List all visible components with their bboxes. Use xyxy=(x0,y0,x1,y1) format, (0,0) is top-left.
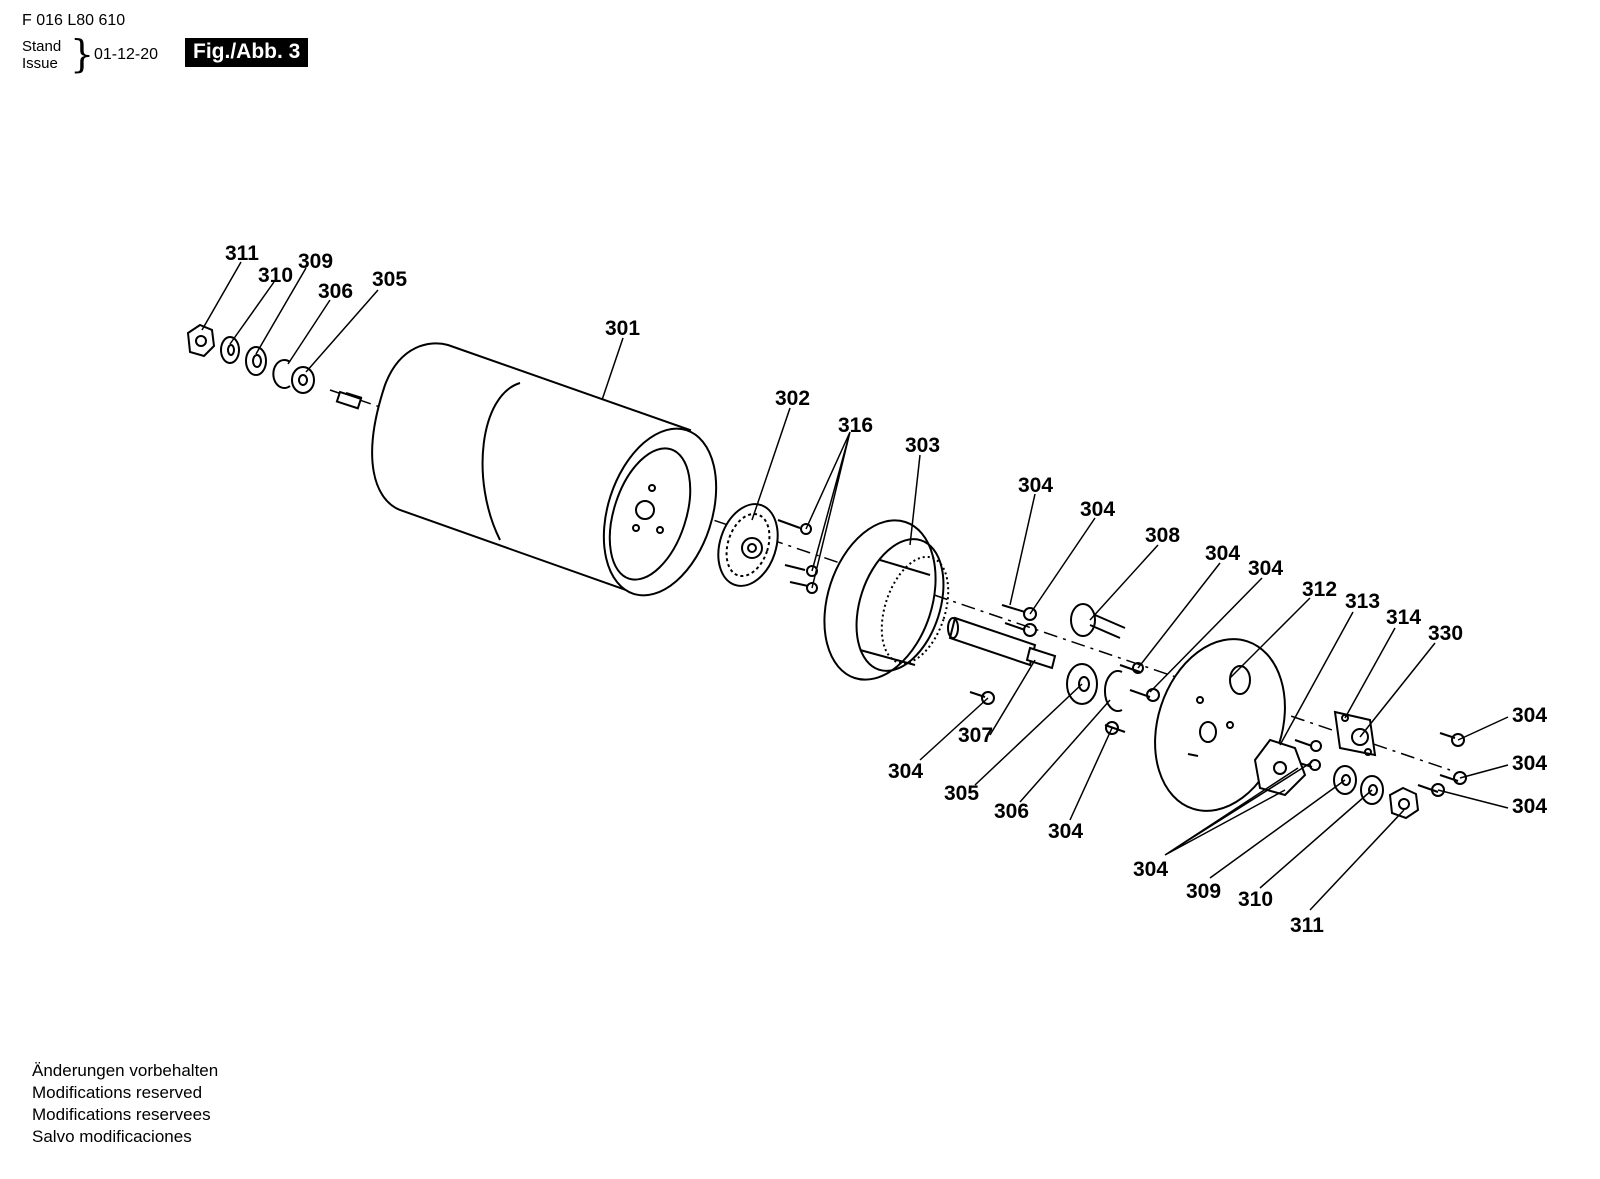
label-316: 316 xyxy=(838,414,873,437)
label-311-left: 311 xyxy=(225,242,259,265)
label-304-g: 304 xyxy=(1512,795,1547,818)
note-line: Änderungen vorbehalten xyxy=(32,1061,219,1080)
label-304-j: 304 xyxy=(1133,858,1168,881)
brace-glyph: } xyxy=(70,32,95,76)
part-311-nut-right xyxy=(1388,786,1420,820)
note-line: Modifications reserved xyxy=(32,1083,203,1102)
issue-label: Issue xyxy=(22,55,58,72)
label-304-a: 304 xyxy=(1018,474,1053,497)
leader-lines xyxy=(201,261,1509,911)
label-310-right: 310 xyxy=(1238,888,1273,911)
label-330: 330 xyxy=(1428,622,1463,645)
part-306-clip-left xyxy=(272,359,291,389)
part-314-bracket xyxy=(1333,710,1377,757)
label-311-right: 311 xyxy=(1290,914,1324,937)
part-311-nut-left xyxy=(186,323,216,358)
label-306-right: 306 xyxy=(994,800,1029,823)
label-304-d: 304 xyxy=(1248,557,1283,580)
note-line: Salvo modificaciones xyxy=(32,1127,192,1146)
label-301: 301 xyxy=(605,317,640,340)
part-313-coupling xyxy=(1253,738,1307,797)
label-304-b: 304 xyxy=(1080,498,1115,521)
label-302: 302 xyxy=(775,387,810,410)
figure-label: Fig./Abb. 3 xyxy=(185,38,309,67)
part-309-washer-left xyxy=(245,346,267,376)
issue-date: 01-12-20 xyxy=(94,46,159,63)
label-305-left: 305 xyxy=(372,268,407,291)
document-code: F 016 L80 610 xyxy=(22,12,126,29)
label-304-f: 304 xyxy=(1512,752,1547,775)
part-308-pinion xyxy=(1070,603,1126,639)
label-309-right: 309 xyxy=(1186,880,1221,903)
part-303-ring-gear xyxy=(823,519,950,681)
label-303: 303 xyxy=(905,434,940,457)
label-313: 313 xyxy=(1345,590,1380,613)
label-304-e: 304 xyxy=(1512,704,1547,727)
part-305-washer-left xyxy=(291,366,315,394)
label-309-left: 309 xyxy=(298,250,333,273)
label-305-right: 305 xyxy=(944,782,979,805)
label-304-i: 304 xyxy=(1048,820,1083,843)
part-316-pins xyxy=(777,519,818,594)
note-line: Modifications reservees xyxy=(32,1105,211,1124)
revision-notes: Änderungen vorbehalten Modifications res… xyxy=(32,1060,218,1148)
label-304-h: 304 xyxy=(888,760,923,783)
stand-label: Stand xyxy=(22,38,62,55)
part-312-flange-plate xyxy=(1154,638,1286,812)
label-307: 307 xyxy=(958,724,993,747)
label-312: 312 xyxy=(1302,578,1337,601)
label-304-c: 304 xyxy=(1205,542,1240,565)
label-314: 314 xyxy=(1386,606,1421,629)
part-301-motor-housing xyxy=(335,342,718,597)
part-302-gear-bearing xyxy=(717,503,779,587)
part-306-clip-right xyxy=(1103,670,1123,712)
label-306-left: 306 xyxy=(318,280,353,303)
label-308: 308 xyxy=(1145,524,1180,547)
part-307-shaft xyxy=(947,616,1057,670)
part-310-washer-left xyxy=(220,336,240,364)
stand-issue-label: Stand Issue xyxy=(22,38,61,72)
label-310-left: 310 xyxy=(258,264,293,287)
